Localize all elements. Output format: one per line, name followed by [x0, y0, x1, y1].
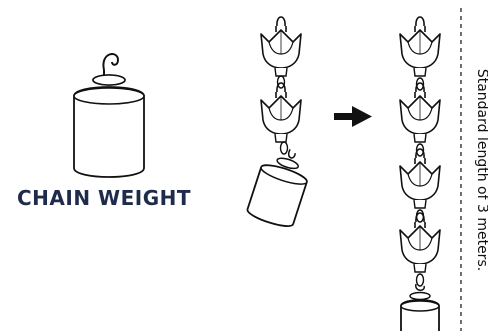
cup-icon — [399, 16, 441, 77]
caption-title: CHAIN WEIGHT — [17, 186, 191, 210]
full-chain — [399, 16, 441, 331]
chain-with-weight — [246, 16, 308, 227]
cup-icon — [260, 82, 302, 143]
cup-icon — [399, 82, 441, 143]
cup-icon — [399, 148, 441, 209]
length-note: Standard length of 3 meters. — [474, 68, 488, 272]
arrow-right-icon — [334, 106, 372, 127]
weight-icon — [73, 53, 145, 178]
cup-icon — [260, 16, 302, 77]
